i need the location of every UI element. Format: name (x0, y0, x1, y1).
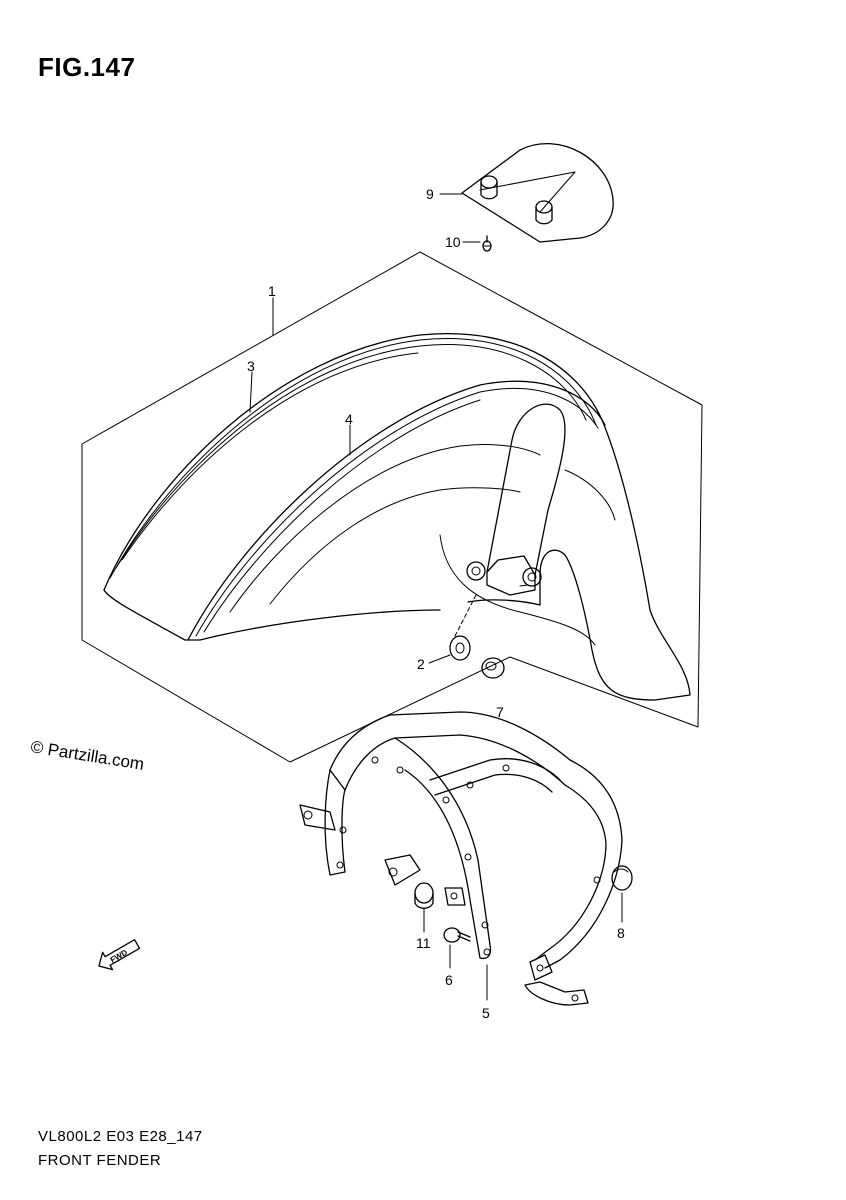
footer-figure-code: VL800L2 E03 E28_147 (38, 1128, 203, 1145)
grommet-part-11[interactable] (414, 882, 434, 909)
footer-figure-name: FRONT FENDER (38, 1152, 162, 1169)
callout-5: 5 (482, 1005, 490, 1021)
assembly-boundary (81, 251, 703, 763)
leader-lines (249, 193, 623, 1001)
callout-2: 2 (417, 656, 425, 672)
figure-title: FIG.147 (38, 52, 136, 82)
front-fender-part-1[interactable] (103, 333, 691, 701)
cap-part-8[interactable] (611, 865, 633, 891)
callout-1: 1 (268, 283, 276, 299)
callout-10: 10 (445, 234, 461, 250)
callout-4: 4 (345, 411, 353, 427)
callout-labels: 1 3 4 2 7 9 10 11 6 5 8 (247, 186, 625, 1021)
callout-8: 8 (617, 925, 625, 941)
forward-arrow-label: FWD (109, 948, 129, 965)
callout-3: 3 (247, 358, 255, 374)
screw-part-10[interactable] (482, 235, 492, 252)
plate-part-9[interactable] (461, 143, 614, 243)
washer-part-2[interactable] (449, 594, 477, 661)
forward-arrow-icon: FWD (98, 939, 141, 971)
watermark: © Partzilla.com (29, 737, 145, 774)
fender-brace-part-5[interactable] (299, 711, 623, 1006)
callout-11: 11 (416, 935, 431, 951)
cushion-part-7[interactable] (481, 657, 505, 679)
callout-6: 6 (445, 972, 453, 988)
bolt-part-6[interactable] (443, 927, 471, 943)
callout-9: 9 (426, 186, 434, 202)
callout-7: 7 (496, 704, 504, 720)
